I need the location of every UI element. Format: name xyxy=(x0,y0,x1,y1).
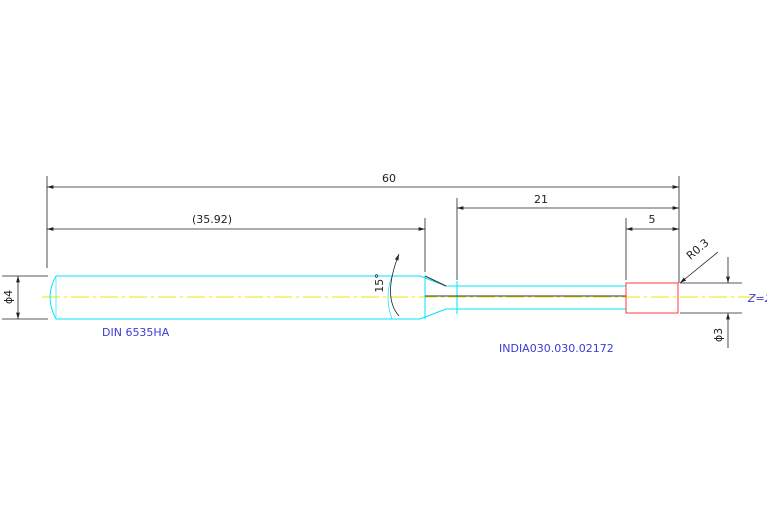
cutting-zone xyxy=(625,282,679,314)
extension-lines xyxy=(2,176,742,320)
standard-label: DIN 6535HA xyxy=(102,326,170,339)
flutes-text: Z=2 xyxy=(747,292,767,305)
tip-diameter-text: ϕ3 xyxy=(712,328,725,342)
corner-radius-text: R0.3 xyxy=(684,236,712,262)
neck-length-text: 21 xyxy=(534,193,548,206)
shank-diameter-text: ϕ4 xyxy=(2,290,15,304)
neck-outline xyxy=(446,281,626,314)
shank-length-text: (35.92) xyxy=(192,213,232,226)
overall-length-text: 60 xyxy=(382,172,396,185)
part-number-label: INDIA030.030.02172 xyxy=(499,342,614,355)
dimension-lines xyxy=(16,185,730,348)
radius-leader xyxy=(679,251,719,284)
taper-angle-arc xyxy=(390,253,400,317)
neck-edge xyxy=(424,275,626,297)
shank-outline xyxy=(49,275,420,320)
taper-angle-text: 15° xyxy=(373,273,386,293)
cutting-length-text: 5 xyxy=(649,213,656,226)
